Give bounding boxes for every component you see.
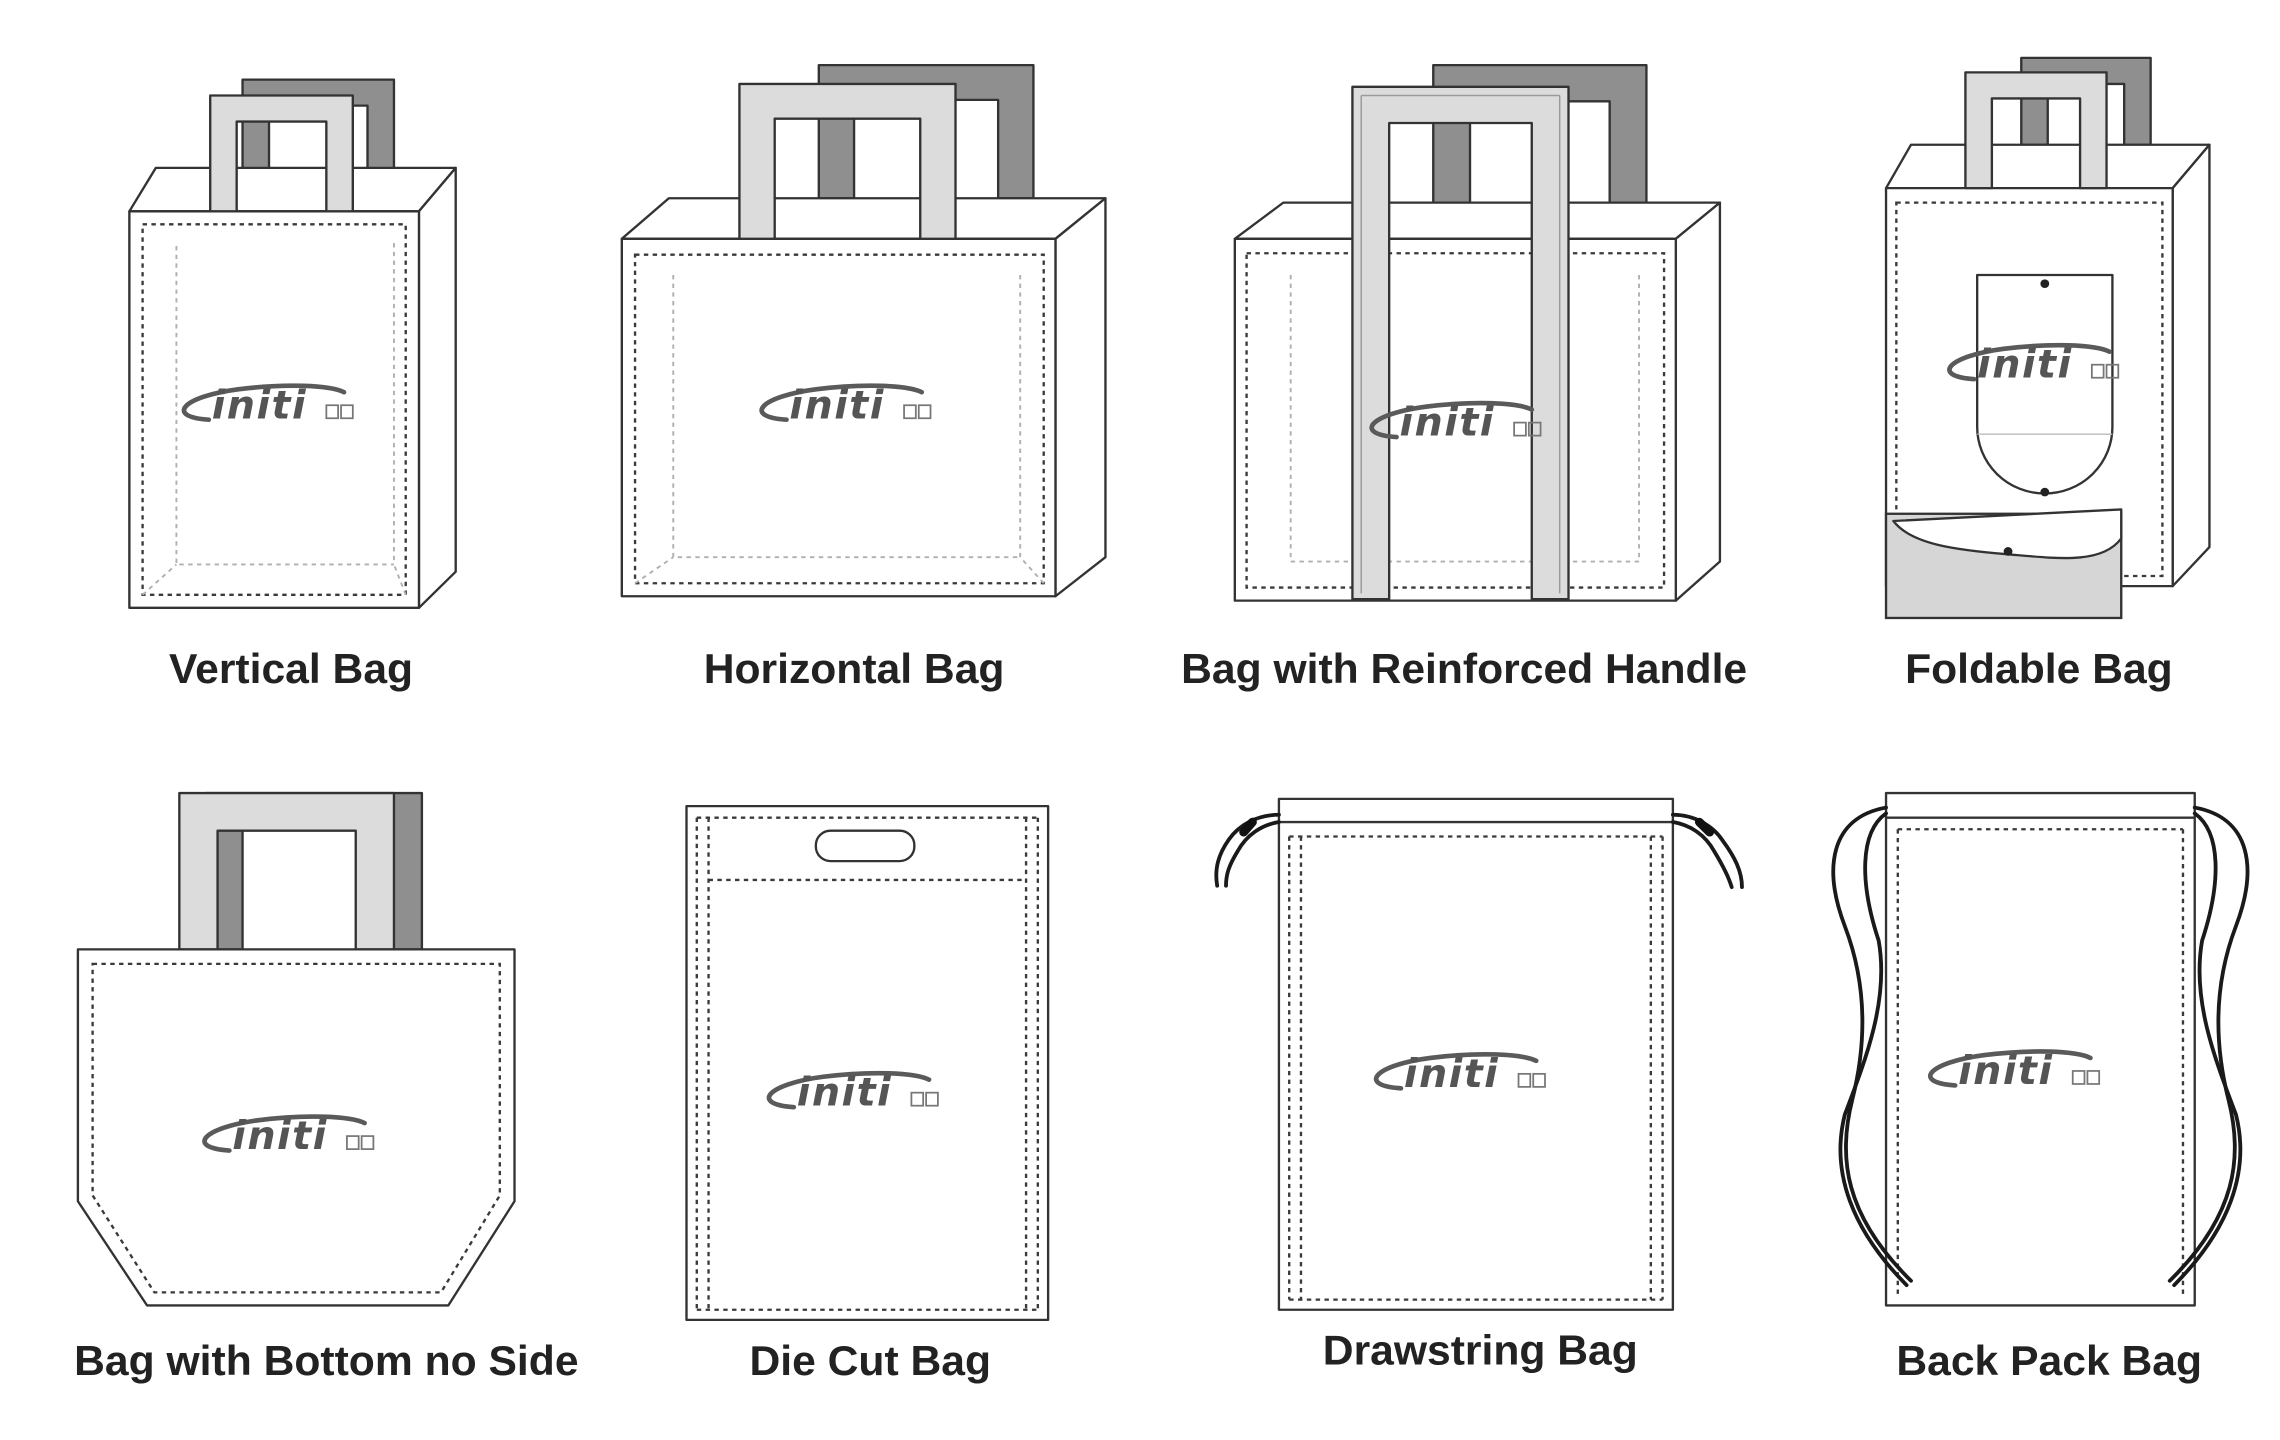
foldable-bag-illustration: initi Foldable Bag [1884,56,2211,692]
front-handle [1964,71,2108,190]
bag-side-gusset [1054,197,1107,598]
vertical-bag-caption: Vertical Bag [169,645,413,692]
svg-text:initi: initi [1977,342,2072,388]
back-pack-bag-caption: Back Pack Bag [1896,1337,2202,1384]
svg-text:initi: initi [1958,1048,2053,1094]
horizontal-bag-illustration: initi Horizontal Bag [620,63,1107,692]
back-pack-bag-illustration: initi Back Pack Bag [1831,791,2250,1384]
stitching-line [1896,828,2185,1296]
brand-logo: initi [1369,400,1542,446]
bag-side-gusset [417,166,457,609]
bag-front-panel [128,210,421,609]
drawstring-cord [1214,812,1744,890]
backpack-cords [1831,805,2250,1288]
die-cut-handle-slot [814,829,916,863]
die-cut-bag-illustration: initi Die Cut Bag [685,804,1050,1384]
brand-logo: initi [1373,1051,1546,1097]
front-handle [209,94,354,213]
svg-text:initi: initi [1404,1051,1499,1097]
folded-pouch [1884,508,2123,620]
bag-top-back [620,197,1107,240]
drawstring-bag-illustration: initi Drawstring Bag [1214,797,1744,1374]
brand-logo: initi [766,1070,939,1116]
inner-gusset-lines [1289,274,1641,563]
drawstring-bag-caption: Drawstring Bag [1323,1327,1638,1374]
bag-side-gusset [2171,143,2211,588]
reinforced-front-handle [1351,85,1570,601]
bag-front-panel [1233,237,1677,602]
stitching-line [1288,835,1664,1301]
back-handle [241,78,396,172]
snap-button [2003,547,2013,556]
snap-button [2040,279,2050,288]
stitching-line [141,223,407,596]
die-cut-bag-caption: Die Cut Bag [749,1337,991,1384]
snap-button [2040,487,2050,497]
stitching-line [633,253,1045,585]
brand-logo: initi [1947,342,2120,388]
bag-body [685,804,1050,1322]
front-handle [178,791,396,951]
stitching-line [91,962,501,1294]
brand-logo: initi [181,383,354,429]
inner-gusset-lines [634,274,1045,585]
bag-top-back [128,166,457,213]
handle-edge-lines [1360,94,1561,594]
bottom-no-side-bag-illustration: initi Bag with Bottom no Side [74,791,579,1384]
brand-logo: initi [202,1113,375,1159]
bag-front-panel [620,237,1057,598]
svg-text:initi: initi [789,383,884,429]
bag-side-gusset [1674,201,1722,602]
svg-text:initi: initi [212,383,307,429]
brand-logo: initi [1928,1048,2101,1094]
bag-top-back [1884,143,2211,190]
reinforced-handle-bag-illustration: initi Bag with Reinforced Handle [1181,63,1747,692]
brand-logo: initi [759,383,932,429]
bottom-no-side-bag-caption: Bag with Bottom no Side [74,1337,578,1384]
inner-gusset-lines [141,243,407,596]
stitching-line [695,816,1040,1311]
svg-text:initi: initi [797,1070,892,1116]
vertical-bag-illustration: initi Vertical Bag [128,78,457,692]
reinforced-handle-bag-caption: Bag with Reinforced Handle [1181,645,1747,692]
bag-body [76,948,516,1307]
front-handle [738,82,957,240]
foldable-bag-caption: Foldable Bag [1905,645,2173,692]
svg-text:initi: initi [232,1113,327,1159]
svg-text:initi: initi [1399,400,1494,446]
horizontal-bag-caption: Horizontal Bag [704,645,1005,692]
bag-top-back [1233,201,1722,240]
